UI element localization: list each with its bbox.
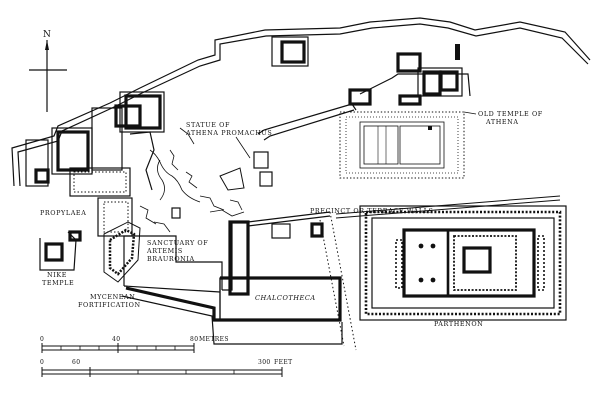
precinct-label: PRECINCT OR TERRACE WALLS xyxy=(310,207,434,215)
scale-ft-tick-300: 300 xyxy=(258,359,271,366)
chalcotheca-label: CHALCOTHECA xyxy=(255,294,316,302)
rock-texture xyxy=(139,127,245,233)
mycenean-fortification xyxy=(103,221,141,283)
scale-m-tick-0: 0 xyxy=(40,336,44,343)
statue-label-1: STATUE OF xyxy=(186,121,230,129)
scale-m-tick-80: 80 xyxy=(190,336,198,343)
propylaea xyxy=(25,91,165,237)
nike-temple xyxy=(39,230,82,271)
north-structures xyxy=(271,36,471,106)
precinct-walls xyxy=(171,103,561,351)
sanctuary-label-3: BRAURONIA xyxy=(147,255,195,263)
sanctuary-label-2: ARTEMIS xyxy=(146,247,183,255)
scale-bar-metres: 0 40 80 METRES xyxy=(40,336,229,353)
chalcotheca xyxy=(121,276,343,345)
nike-label-1: NIKE xyxy=(47,271,67,279)
map-labels: STATUE OF ATHENA PROMACHUS OLD TEMPLE OF… xyxy=(40,110,543,328)
scale-ft-unit: FEET xyxy=(274,359,293,366)
old-temple-label-2: ATHENA xyxy=(485,118,519,126)
scale-m-tick-40: 40 xyxy=(112,336,120,343)
compass-icon: N xyxy=(29,30,67,112)
mycenean-label-2: FORTIFICATION xyxy=(78,301,141,309)
scale-bar-feet: 0 60 300 FEET xyxy=(40,359,293,377)
scale-ft-tick-60: 60 xyxy=(72,359,80,366)
nike-label-2: TEMPLE xyxy=(42,279,74,287)
north-label: N xyxy=(43,30,51,40)
sanctuary-of-artemis xyxy=(123,220,250,296)
mycenean-label-1: MYCENEAN xyxy=(90,293,135,301)
parthenon xyxy=(359,205,567,321)
parthenon-label: PARTHENON xyxy=(434,320,483,328)
statue-label-2: ATHENA PROMACHUS xyxy=(185,129,272,137)
propylaea-label: PROPYLAEA xyxy=(40,209,86,217)
old-temple-label-1: OLD TEMPLE OF xyxy=(478,110,543,118)
scale-m-unit: METRES xyxy=(199,336,229,343)
sanctuary-label-1: SANCTUARY OF xyxy=(147,239,208,247)
old-temple-foundation xyxy=(339,111,465,179)
scale-ft-tick-0: 0 xyxy=(40,359,44,366)
